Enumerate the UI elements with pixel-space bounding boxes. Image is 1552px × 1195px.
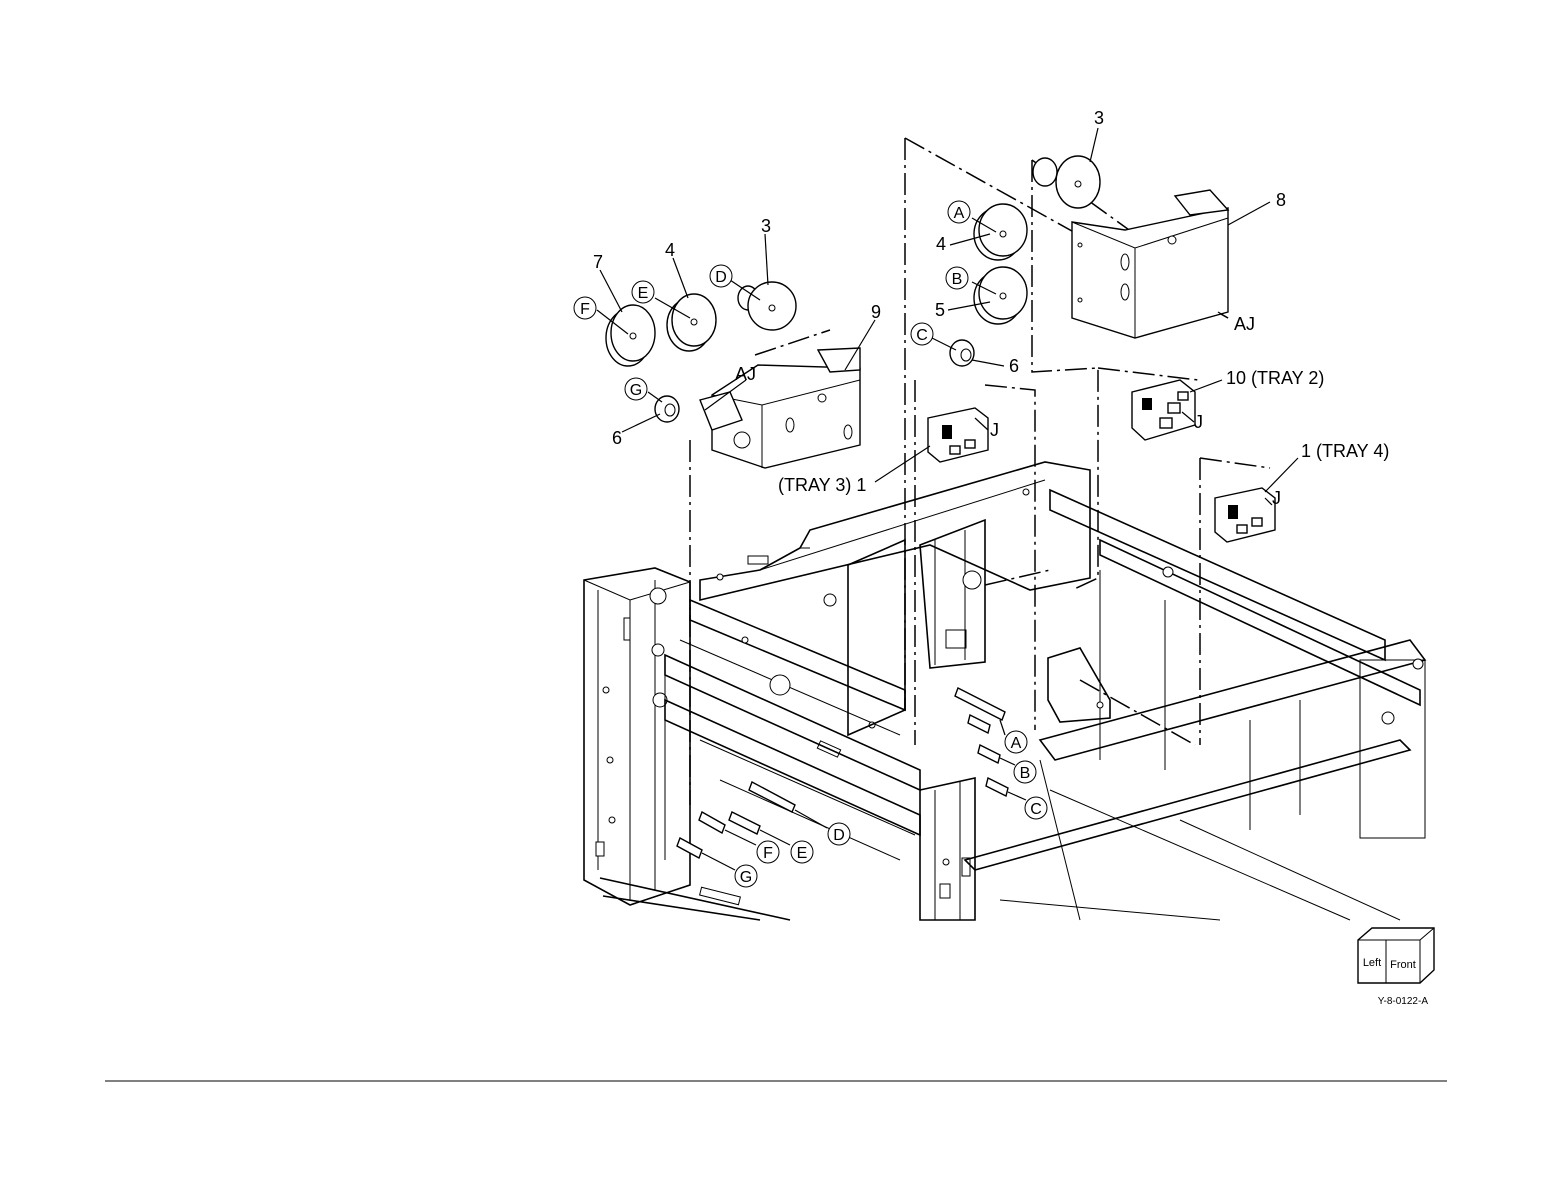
part-3-gear-left [738, 282, 796, 330]
svg-text:F: F [763, 845, 773, 862]
letter-g-top: G [625, 378, 647, 400]
svg-text:D: D [715, 269, 727, 286]
letter-b-top: B [946, 267, 968, 289]
letter-f-top: F [574, 297, 596, 319]
letter-g-bottom: G [735, 865, 757, 887]
callout-1-tray3: (TRAY 3) 1 [778, 475, 866, 495]
callout-8: 8 [1276, 190, 1286, 210]
letter-f-bottom: F [757, 841, 779, 863]
part-1-tray3-board [928, 408, 988, 462]
svg-text:G: G [630, 382, 642, 399]
callout-4-mid: 4 [936, 234, 946, 254]
svg-text:C: C [916, 327, 928, 344]
part-8-bracket [1072, 190, 1228, 338]
svg-text:B: B [952, 271, 963, 288]
cube-front-face: Front [1390, 959, 1416, 971]
part-10-tray2-board [1132, 380, 1195, 440]
letter-e-top: E [632, 281, 654, 303]
svg-text:F: F [580, 301, 590, 318]
svg-text:A: A [1011, 735, 1022, 752]
letter-a-bottom: A [1005, 731, 1027, 753]
orientation-cube: Left Front [1358, 928, 1434, 983]
part-5-gear [974, 267, 1027, 324]
letter-d-bottom: D [828, 823, 850, 845]
callout-7: 7 [593, 252, 603, 272]
part-6-bearing-mid [950, 340, 974, 366]
letter-d-top: D [710, 265, 732, 287]
part-4-gear-left [667, 294, 716, 351]
svg-text:C: C [1030, 801, 1042, 818]
svg-text:B: B [1020, 765, 1031, 782]
callout-j-tray2: J [1194, 412, 1203, 432]
letter-c-bottom: C [1025, 797, 1047, 819]
callout-5: 5 [935, 300, 945, 320]
part-9-bracket [700, 348, 860, 468]
part-4-gear-mid [974, 204, 1027, 260]
letter-e-bottom: E [791, 841, 813, 863]
callout-9: 9 [871, 302, 881, 322]
callout-10-tray2: 10 (TRAY 2) [1226, 368, 1324, 388]
callout-4-left: 4 [665, 240, 675, 260]
letter-a-top: A [948, 201, 970, 223]
callout-aj-right: AJ [1234, 314, 1255, 334]
callout-j-tray4: J [1272, 488, 1281, 508]
svg-text:D: D [833, 827, 845, 844]
callout-3-right: 3 [1094, 108, 1104, 128]
letter-c-top: C [911, 323, 933, 345]
callout-j-tray3: J [990, 420, 999, 440]
part-3-gear-right [1033, 156, 1100, 208]
part-7-gear [606, 305, 655, 366]
callout-1-tray4: 1 (TRAY 4) [1301, 441, 1389, 461]
svg-text:E: E [638, 285, 649, 302]
svg-text:G: G [740, 869, 752, 886]
cube-left-face: Left [1363, 957, 1381, 969]
callout-6-left: 6 [612, 428, 622, 448]
letter-b-bottom: B [1014, 761, 1036, 783]
machine-frame [584, 462, 1425, 920]
callout-aj-left: AJ [735, 364, 756, 384]
callout-6-mid: 6 [1009, 356, 1019, 376]
part-1-tray4-board [1215, 488, 1275, 542]
svg-text:E: E [797, 845, 808, 862]
svg-text:A: A [954, 205, 965, 222]
callout-3-left: 3 [761, 216, 771, 236]
figure-id: Y-8-0122-A [1378, 996, 1429, 1007]
